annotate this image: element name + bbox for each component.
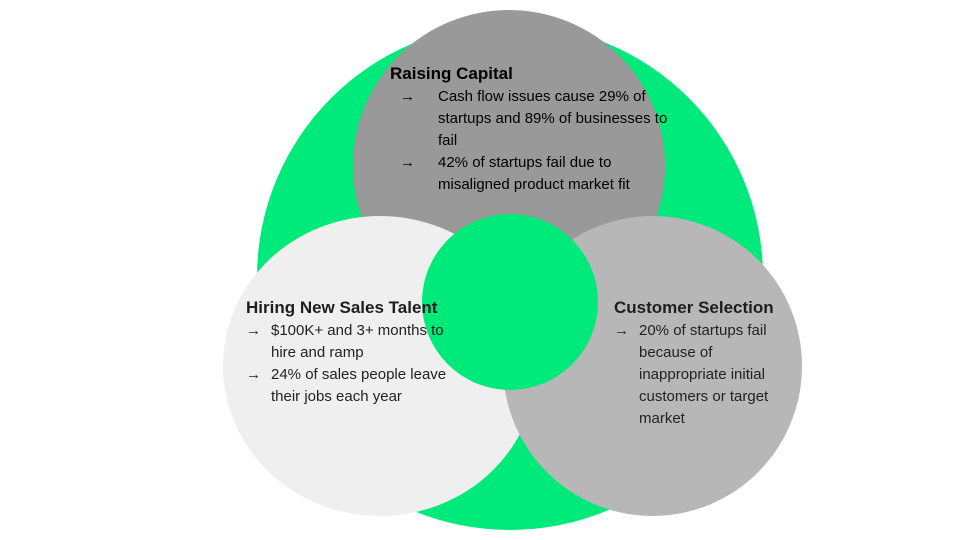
raising-capital-bullets: → Cash flow issues cause 29% of startups … — [390, 86, 670, 196]
bullet-text: Cash flow issues cause 29% of startups a… — [438, 88, 668, 149]
bullet-item: → $100K+ and 3+ months to hire and ramp — [246, 320, 456, 364]
bullet-item: → 20% of startups fail because of inappro… — [614, 320, 784, 430]
arrow-right-icon: → — [400, 88, 415, 105]
customer-selection-bullets: → 20% of startups fail because of inappro… — [614, 320, 784, 430]
raising-capital-title: Raising Capital — [390, 64, 513, 83]
arrow-right-icon: → — [400, 154, 415, 171]
bullet-item: → 24% of sales people leave their jobs ea… — [246, 364, 456, 408]
bullet-text: $100K+ and 3+ months to hire and ramp — [271, 322, 444, 361]
bullet-text: 24% of sales people leave their jobs eac… — [271, 366, 447, 405]
bullet-text: 42% of startups fail due to misaligned p… — [438, 154, 630, 193]
center-green-circle — [422, 214, 598, 390]
raising-capital-block: Raising Capital → Cash flow issues cause … — [390, 62, 670, 196]
hiring-sales-talent-title: Hiring New Sales Talent — [246, 298, 438, 317]
bullet-item: → Cash flow issues cause 29% of startups … — [390, 86, 670, 152]
arrow-right-icon: → — [246, 366, 261, 383]
hiring-sales-talent-bullets: → $100K+ and 3+ months to hire and ramp →… — [246, 320, 456, 408]
arrow-right-icon: → — [614, 322, 629, 339]
bullet-item: → 42% of startups fail due to misaligned … — [390, 152, 670, 196]
hiring-sales-talent-block: Hiring New Sales Talent → $100K+ and 3+ m… — [246, 296, 456, 408]
arrow-right-icon: → — [246, 322, 261, 339]
customer-selection-block: Customer Selection → 20% of startups fail… — [614, 296, 784, 430]
bullet-text: 20% of startups fail because of inapprop… — [639, 322, 769, 427]
customer-selection-title: Customer Selection — [614, 298, 774, 317]
